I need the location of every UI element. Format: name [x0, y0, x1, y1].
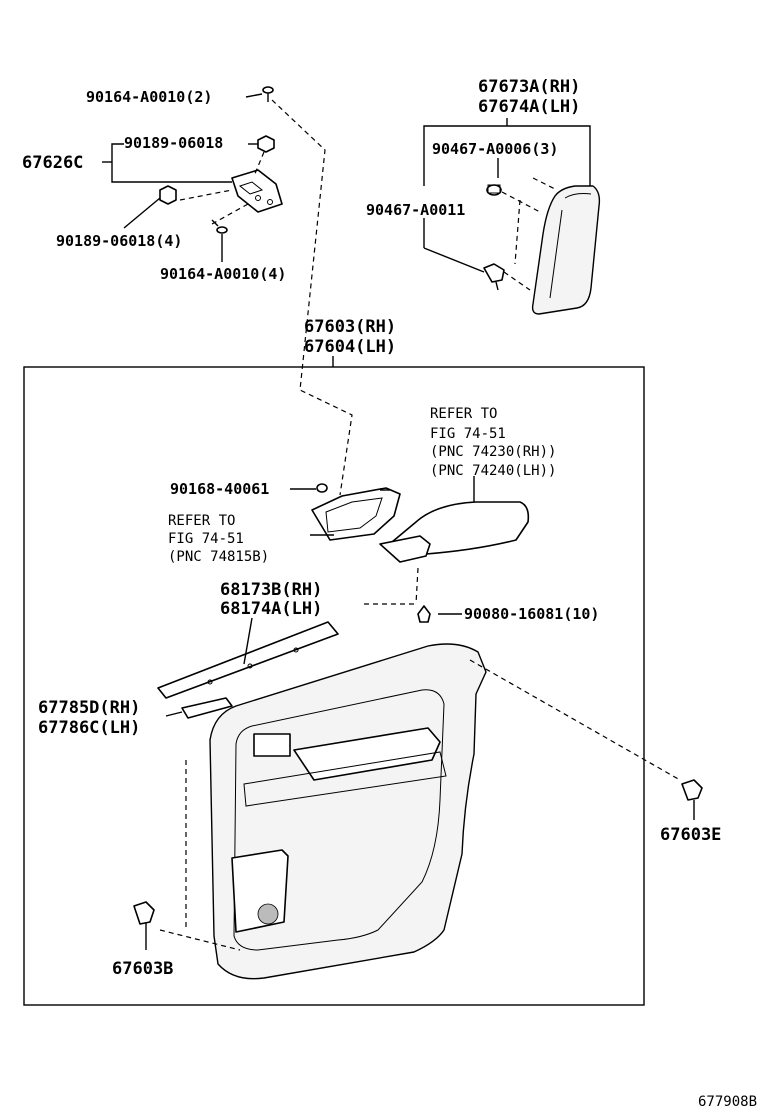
label-fig-2: FIG 74-51: [168, 531, 244, 547]
label-clip-bottom: 90189-06018(4): [56, 232, 182, 250]
label-pad-rh: 67673A(RH): [478, 77, 580, 97]
label-weather-rh: 68173B(RH): [220, 580, 322, 600]
label-screw-10: 90080-16081(10): [464, 605, 599, 623]
label-pnc-2: (PNC 74815B): [168, 549, 269, 565]
label-weather-lh: 68174A(LH): [220, 599, 322, 619]
label-cover-lh: 67786C(LH): [38, 718, 140, 738]
weatherstrip-icon: [157, 617, 339, 699]
screw-10-icon: [417, 605, 462, 623]
label-fig-1: FIG 74-51: [430, 426, 506, 442]
speaker-grille-icon: [257, 903, 279, 925]
label-nut: 90168-40061: [170, 480, 269, 498]
label-refer-to-2: REFER TO: [168, 513, 235, 529]
door-trim-board-frame: [23, 366, 645, 1006]
label-clip-pad-3: 90467-A0006(3): [432, 140, 558, 158]
label-refer-to-1: REFER TO: [430, 406, 497, 422]
label-cover-rh: 67785D(RH): [38, 698, 140, 718]
label-pnc-lh: (PNC 74240(LH)): [430, 463, 556, 479]
armrest-pad-assembly: [423, 118, 601, 315]
bracket-assembly: [102, 86, 353, 496]
screw-top-icon: [262, 86, 274, 102]
clip-top-icon: [257, 135, 275, 153]
label-trim-lh: 67604(LH): [304, 337, 396, 357]
label-pnc-rh: (PNC 74230(RH)): [430, 444, 556, 460]
armrest-pad-67673a-icon: [531, 185, 601, 315]
cover-icon: [165, 697, 233, 719]
label-clip-top: 90189-06018: [124, 134, 223, 152]
label-clip-b: 67603B: [112, 959, 173, 979]
label-pad-lh: 67674A(LH): [478, 97, 580, 117]
labels: 90164-A0010(2) 90189-06018 67626C 90189-…: [22, 77, 757, 1110]
label-bracket: 67626C: [22, 153, 83, 173]
bracket-67626c-icon: [231, 169, 283, 213]
label-clip-e: 67603E: [660, 825, 721, 845]
screw-bottom-icon: [211, 219, 228, 234]
label-clip-pad: 90467-A0011: [366, 201, 465, 219]
inner-handle-bezel: [290, 483, 401, 541]
figure-id: 677908B: [698, 1094, 757, 1110]
armrest-upper: [364, 476, 530, 605]
door-trim-board-icon: [209, 643, 487, 980]
clip-pad-bottom-icon: [483, 263, 505, 291]
label-screw-bottom: 90164-A0010(4): [160, 265, 286, 283]
clip-bottom-icon: [159, 185, 177, 205]
label-screw-top: 90164-A0010(2): [86, 88, 212, 106]
clip-pad-icon: [486, 184, 502, 196]
clip-67603b-icon: [133, 901, 155, 950]
clip-67603e-icon: [681, 779, 703, 820]
label-trim-rh: 67603(RH): [304, 317, 396, 337]
